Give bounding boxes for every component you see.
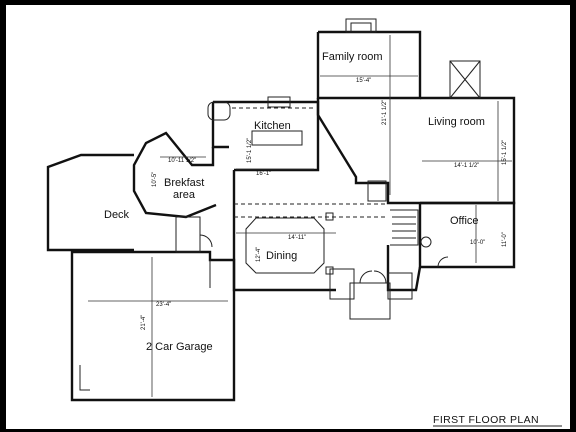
living-room-depth: 15'-1 1/2" xyxy=(502,140,508,165)
breakfast-label-line2: area xyxy=(173,189,196,201)
plan-title: FIRST FLOOR PLAN xyxy=(433,414,539,426)
office-width: 10'-0" xyxy=(470,240,485,246)
dining-label: Dining xyxy=(266,250,297,262)
family-room-width: 15'-4" xyxy=(356,78,371,84)
breakfast-area-walls xyxy=(132,131,217,219)
kitchen-width: 16'-1" xyxy=(256,171,271,177)
garage-width: 23'-4" xyxy=(156,302,171,308)
breakfast-depth: 10'-5" xyxy=(152,172,158,187)
family-room-label: Family room xyxy=(322,51,383,63)
floor-plan-frame: Family room 15'-4" 21'-1 1/2" Living roo… xyxy=(6,5,570,429)
office-label: Office xyxy=(450,215,479,227)
breakfast-width: 10'-11 1/2" xyxy=(168,158,196,164)
living-room-width: 14'-1 1/2" xyxy=(454,163,479,169)
garage-label: 2 Car Garage xyxy=(146,341,213,353)
garage-walls xyxy=(70,250,236,402)
dining-walls xyxy=(232,170,422,292)
garage-depth: 21'-4" xyxy=(141,315,147,330)
dimension-lines xyxy=(160,35,512,263)
rear-stoop xyxy=(175,216,213,253)
dining-depth: 12'-4" xyxy=(256,247,262,262)
breakfast-label-line1: Brekfast xyxy=(164,177,204,189)
family-room-depth: 21'-1 1/2" xyxy=(382,100,388,125)
deck-outline xyxy=(46,153,134,252)
dining-width: 14'-11" xyxy=(288,235,306,241)
deck-label: Deck xyxy=(104,209,130,221)
living-room-label: Living room xyxy=(428,116,485,128)
kitchen-label: Kitchen xyxy=(254,120,291,132)
entry-porch xyxy=(329,268,413,320)
kitchen-walls xyxy=(207,96,320,172)
kitchen-depth: 15'-1 1/2" xyxy=(247,138,253,163)
central-hall-walls xyxy=(316,98,420,246)
living-room-walls xyxy=(420,60,516,205)
office-walls xyxy=(418,201,516,269)
floor-plan-drawing: Family room 15'-4" 21'-1 1/2" Living roo… xyxy=(46,18,562,427)
office-depth: 11'-0" xyxy=(502,232,508,247)
